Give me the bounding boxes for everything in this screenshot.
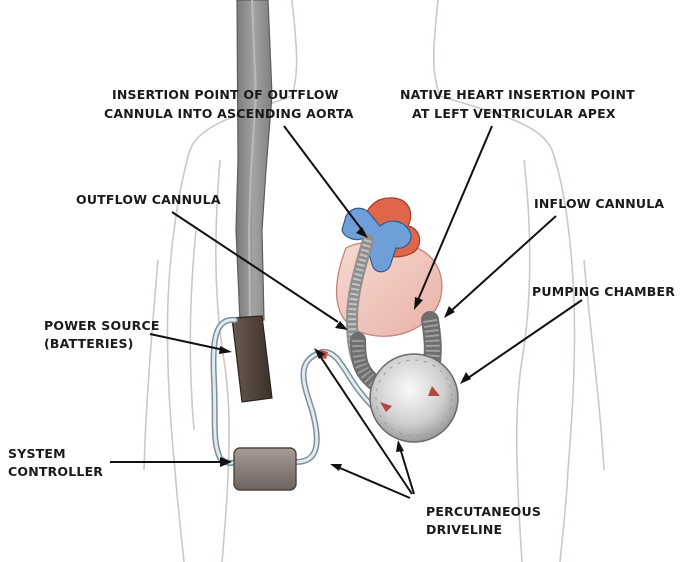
label-driveline-line1: PERCUTANEOUS [426, 504, 541, 519]
neck-left [292, 0, 297, 96]
label-power-source-line1: POWER SOURCE [44, 318, 160, 333]
label-driveline-line2: DRIVELINE [426, 522, 502, 537]
leader-insertion-outflow [284, 126, 362, 230]
label-pumping-chamber: PUMPING CHAMBER [532, 284, 675, 299]
label-system-controller-line2: CONTROLLER [8, 464, 103, 479]
leader-pumping-chamber [468, 300, 582, 378]
system-controller-device [234, 448, 296, 490]
arrowhead-driveline-3 [330, 464, 342, 471]
neck-right [434, 0, 440, 96]
left-shoulder-arm [167, 96, 292, 562]
left-arm-inner [190, 230, 196, 430]
left-forearm [144, 260, 158, 470]
right-torso-side [517, 160, 530, 562]
arrowhead-pumping-chamber [460, 372, 471, 384]
battery-pack [232, 316, 272, 402]
label-inflow-cannula: INFLOW CANNULA [534, 196, 664, 211]
pumping-chamber-disc [370, 354, 458, 442]
label-insertion-outflow-line2: CANNULA INTO ASCENDING AORTA [104, 106, 354, 121]
label-insertion-outflow-line1: INSERTION POINT OF OUTFLOW [112, 87, 339, 102]
left-torso-side [216, 160, 229, 562]
label-native-heart-line1: NATIVE HEART INSERTION POINT [400, 87, 635, 102]
label-outflow-cannula: OUTFLOW CANNULA [76, 192, 221, 207]
label-system-controller-line1: SYSTEM [8, 446, 66, 461]
right-shoulder-arm [440, 96, 575, 562]
label-power-source-line2: (BATTERIES) [44, 336, 134, 351]
leader-native-heart [418, 126, 492, 300]
leader-driveline-3 [340, 468, 410, 498]
label-native-heart-line2: AT LEFT VENTRICULAR APEX [412, 106, 616, 121]
inflow-cannula-ribs [430, 320, 433, 362]
arrowhead-power-source [219, 346, 232, 354]
arrowhead-driveline-2 [396, 440, 404, 452]
